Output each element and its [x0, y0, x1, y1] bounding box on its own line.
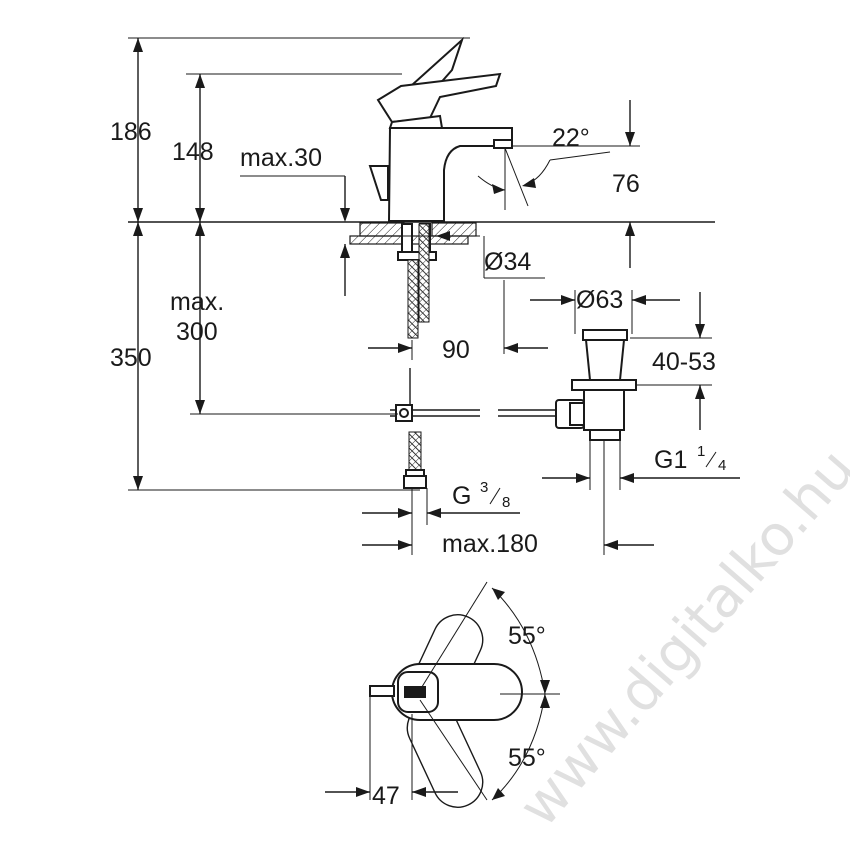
tap-side-view [368, 36, 513, 222]
dim-spout-angle: 22° [552, 124, 590, 152]
svg-text:3: 3 [480, 479, 488, 496]
dim-waste-diameter: Ø63 [576, 286, 623, 314]
dim-waste-thread: G1 1 4 [654, 443, 726, 474]
dim-max-below-label: max. [170, 288, 224, 316]
dimension-lines [128, 37, 740, 555]
dim-max-below-value: 300 [176, 318, 218, 346]
dim-max-deck: max.30 [240, 144, 322, 172]
dim-offset: 90 [442, 336, 470, 364]
top-view-dimensions [325, 581, 560, 801]
dim-supply-thread: G 3 8 [452, 479, 510, 511]
deck-section [128, 221, 715, 339]
dim-max-width: max.180 [442, 530, 538, 558]
supply-assembly [390, 368, 560, 489]
dim-spout-height: 148 [172, 138, 214, 166]
dim-waste-range: 40-53 [652, 348, 716, 376]
dim-angle-top: 55° [508, 622, 546, 650]
svg-text:1: 1 [697, 443, 705, 460]
dim-lever-width: 47 [372, 782, 400, 810]
dim-total-height: 186 [110, 118, 152, 146]
waste-fitting [555, 329, 637, 441]
svg-text:G: G [452, 482, 471, 510]
dim-spout-clearance: 76 [612, 170, 640, 198]
dim-angle-bottom: 55° [508, 744, 546, 772]
dim-below-height: 350 [110, 344, 152, 372]
svg-text:G1: G1 [654, 446, 687, 474]
dim-hole-diameter: Ø34 [484, 248, 531, 276]
svg-text:8: 8 [502, 494, 510, 511]
watermark: www.digitalko.hu [507, 437, 850, 839]
svg-text:4: 4 [718, 457, 726, 474]
